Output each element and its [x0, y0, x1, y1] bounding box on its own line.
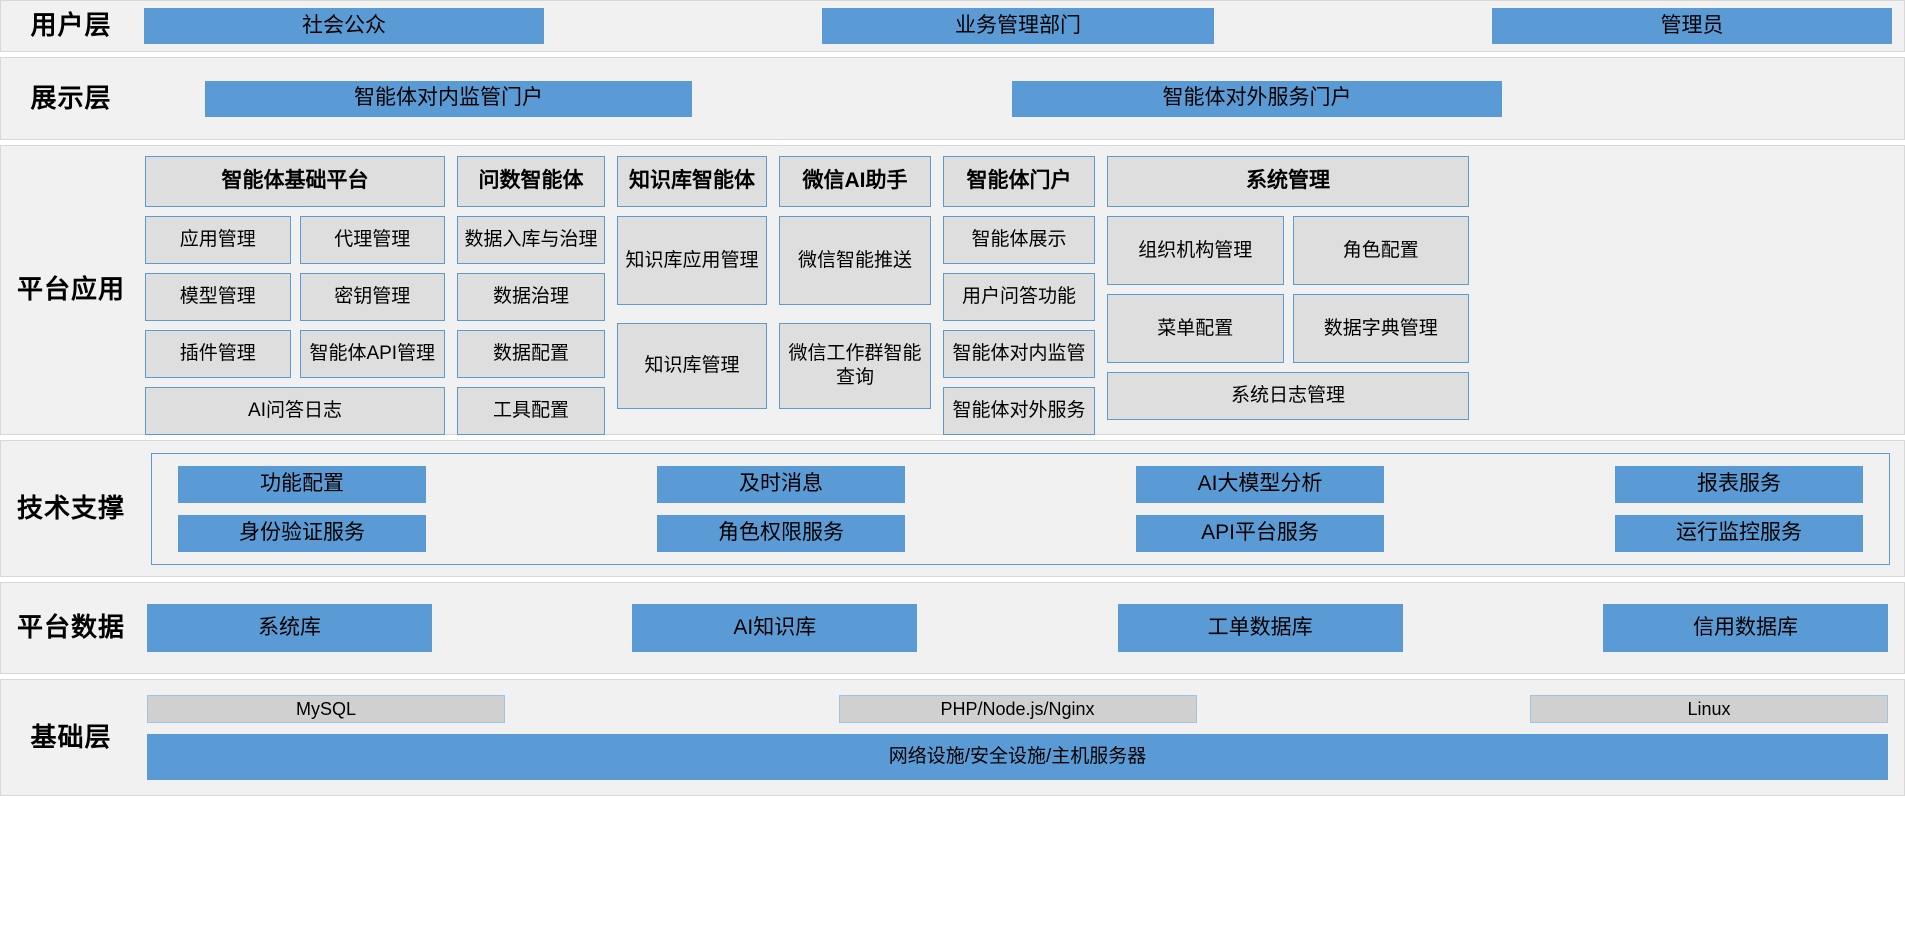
tech-item-api-platform-service[interactable]: API平台服务 — [1136, 514, 1384, 552]
band-label-platform-data-line1: 平台 — [16, 612, 71, 643]
user-box-business-dept[interactable]: 业务管理部门 — [822, 8, 1214, 44]
module-item-key-management[interactable]: 密钥管理 — [299, 273, 445, 321]
module-item-user-qa-function[interactable]: 用户问答功能 — [943, 273, 1095, 321]
module-item-agent-api-management[interactable]: 智能体API管理 — [299, 330, 445, 378]
module-item-tool-configuration[interactable]: 工具配置 — [457, 387, 605, 435]
module-row: 模型管理 密钥管理 — [145, 273, 445, 321]
data-store-ai-knowledge-db[interactable]: AI知识库 — [632, 604, 918, 652]
module-column-data-query-agent: 问数智能体 数据入库与治理 数据治理 数据配置 工具配置 — [457, 156, 605, 435]
infra-item-php-node-nginx[interactable]: PHP/Node.js/Nginx — [838, 695, 1197, 723]
tech-item-function-configuration[interactable]: 功能配置 — [178, 465, 426, 503]
band-label-user: 用户层 — [30, 10, 112, 41]
user-box-administrator[interactable]: 管理员 — [1492, 8, 1892, 44]
data-store-work-order-db[interactable]: 工单数据库 — [1117, 604, 1403, 652]
module-item-agent-management[interactable]: 代理管理 — [299, 216, 445, 264]
band-label-platform-data-line2: 数据 — [71, 612, 126, 643]
module-column-agent-portal: 智能体门户 智能体展示 用户问答功能 智能体对内监管 智能体对外服务 — [943, 156, 1095, 435]
band-body-presentation: 智能体对内监管门户 智能体对外服务门户 — [141, 58, 1904, 139]
module-item-plugin-management[interactable]: 插件管理 — [145, 330, 291, 378]
module-row: 组织机构管理 角色配置 — [1107, 216, 1469, 285]
module-column-knowledge-base-agent: 知识库智能体 知识库应用管理 知识库管理 — [617, 156, 767, 409]
user-box-public[interactable]: 社会公众 — [144, 8, 544, 44]
tech-item-authentication-service[interactable]: 身份验证服务 — [178, 514, 426, 552]
tech-support-row-2: 身份验证服务 角色权限服务 API平台服务 运行监控服务 — [178, 514, 1863, 552]
band-body-user: 社会公众 业务管理部门 管理员 — [141, 1, 1904, 51]
band-label-platform-apps-line1: 平台 — [16, 274, 71, 305]
module-item-agent-internal-supervision[interactable]: 智能体对内监管 — [943, 330, 1095, 378]
module-item-data-ingest-governance[interactable]: 数据入库与治理 — [457, 216, 605, 264]
tech-item-runtime-monitoring-service[interactable]: 运行监控服务 — [1615, 514, 1863, 552]
data-store-credit-db[interactable]: 信用数据库 — [1602, 604, 1888, 652]
module-item-agent-showcase[interactable]: 智能体展示 — [943, 216, 1095, 264]
band-label-platform-apps-line2: 应用 — [71, 274, 126, 305]
module-item-model-management[interactable]: 模型管理 — [145, 273, 291, 321]
module-title-agent-base-platform: 智能体基础平台 — [145, 156, 445, 207]
tech-support-frame: 功能配置 及时消息 AI大模型分析 报表服务 身份验证服务 角色权限服务 API… — [151, 452, 1890, 565]
module-row: 插件管理 智能体API管理 — [145, 330, 445, 378]
module-item-data-dictionary-management[interactable]: 数据字典管理 — [1292, 294, 1469, 363]
module-item-kb-management[interactable]: 知识库管理 — [617, 323, 767, 409]
band-platform-applications: 平台 应用 智能体基础平台 应用管理 代理管理 模型管理 密钥管理 插件管理 智… — [0, 145, 1905, 435]
band-platform-data: 平台 数据 系统库 AI知识库 工单数据库 信用数据库 — [0, 582, 1905, 674]
module-row: 菜单配置 数据字典管理 — [1107, 294, 1469, 363]
band-user-layer: 用户层 社会公众 业务管理部门 管理员 — [0, 0, 1905, 52]
tech-support-row-1: 功能配置 及时消息 AI大模型分析 报表服务 — [178, 465, 1863, 503]
module-title-system-management: 系统管理 — [1107, 156, 1469, 207]
band-label-presentation: 展示层 — [30, 82, 112, 113]
infra-item-network-security-host-servers[interactable]: 网络设施/安全设施/主机服务器 — [147, 734, 1888, 780]
module-item-kb-app-management[interactable]: 知识库应用管理 — [617, 216, 767, 305]
band-label-infrastructure: 基础层 — [30, 721, 112, 752]
portal-box-external-service[interactable]: 智能体对外服务门户 — [1012, 80, 1502, 117]
module-item-system-log-management[interactable]: 系统日志管理 — [1107, 372, 1469, 420]
band-label-platform-data: 平台 数据 — [1, 583, 141, 673]
module-title-knowledge-base-agent: 知识库智能体 — [617, 156, 767, 207]
band-label-tech-support-line1: 技术 — [16, 492, 71, 523]
module-column-agent-base-platform: 智能体基础平台 应用管理 代理管理 模型管理 密钥管理 插件管理 智能体API管… — [145, 156, 445, 435]
data-store-system-db[interactable]: 系统库 — [147, 604, 432, 652]
band-body-infrastructure: MySQL PHP/Node.js/Nginx Linux 网络设施/安全设施/… — [141, 680, 1904, 795]
module-item-menu-configuration[interactable]: 菜单配置 — [1107, 294, 1284, 363]
band-presentation-layer: 展示层 智能体对内监管门户 智能体对外服务门户 — [0, 57, 1905, 140]
module-item-wechat-group-query[interactable]: 微信工作群智能查询 — [779, 323, 931, 409]
module-title-wechat-ai-assistant: 微信AI助手 — [779, 156, 931, 207]
tech-item-instant-messaging[interactable]: 及时消息 — [657, 465, 905, 503]
band-body-platform-data: 系统库 AI知识库 工单数据库 信用数据库 — [141, 583, 1904, 673]
band-label-tech-support: 技术 支撑 — [1, 441, 141, 576]
module-title-agent-portal: 智能体门户 — [943, 156, 1095, 207]
tech-item-ai-large-model-analysis[interactable]: AI大模型分析 — [1136, 465, 1384, 503]
band-body-platform-apps: 智能体基础平台 应用管理 代理管理 模型管理 密钥管理 插件管理 智能体API管… — [141, 146, 1904, 435]
module-item-wechat-smart-push[interactable]: 微信智能推送 — [779, 216, 931, 305]
module-item-role-configuration[interactable]: 角色配置 — [1292, 216, 1469, 285]
infra-item-mysql[interactable]: MySQL — [147, 695, 505, 723]
module-item-data-governance[interactable]: 数据治理 — [457, 273, 605, 321]
infrastructure-row-components: MySQL PHP/Node.js/Nginx Linux — [147, 695, 1888, 723]
module-column-wechat-ai-assistant: 微信AI助手 微信智能推送 微信工作群智能查询 — [779, 156, 931, 409]
module-row: 应用管理 代理管理 — [145, 216, 445, 264]
module-item-app-management[interactable]: 应用管理 — [145, 216, 291, 264]
band-technical-support: 技术 支撑 功能配置 及时消息 AI大模型分析 报表服务 身份验证服务 角色权限… — [0, 440, 1905, 577]
tech-item-role-permission-service[interactable]: 角色权限服务 — [657, 514, 905, 552]
tech-item-report-service[interactable]: 报表服务 — [1615, 465, 1863, 503]
band-label-tech-support-line2: 支撑 — [71, 492, 126, 523]
module-item-data-configuration[interactable]: 数据配置 — [457, 330, 605, 378]
module-item-ai-qa-log[interactable]: AI问答日志 — [145, 387, 445, 435]
infra-item-linux[interactable]: Linux — [1530, 695, 1888, 723]
module-title-data-query-agent: 问数智能体 — [457, 156, 605, 207]
module-item-org-structure-management[interactable]: 组织机构管理 — [1107, 216, 1284, 285]
module-column-system-management: 系统管理 组织机构管理 角色配置 菜单配置 数据字典管理 系统日志管理 — [1107, 156, 1469, 420]
band-label-platform-apps: 平台 应用 — [1, 146, 141, 434]
module-item-agent-external-service[interactable]: 智能体对外服务 — [943, 387, 1095, 435]
band-infrastructure-layer: 基础层 MySQL PHP/Node.js/Nginx Linux 网络设施/安… — [0, 679, 1905, 796]
portal-box-internal-supervision[interactable]: 智能体对内监管门户 — [205, 80, 692, 117]
band-body-tech-support: 功能配置 及时消息 AI大模型分析 报表服务 身份验证服务 角色权限服务 API… — [141, 441, 1904, 576]
